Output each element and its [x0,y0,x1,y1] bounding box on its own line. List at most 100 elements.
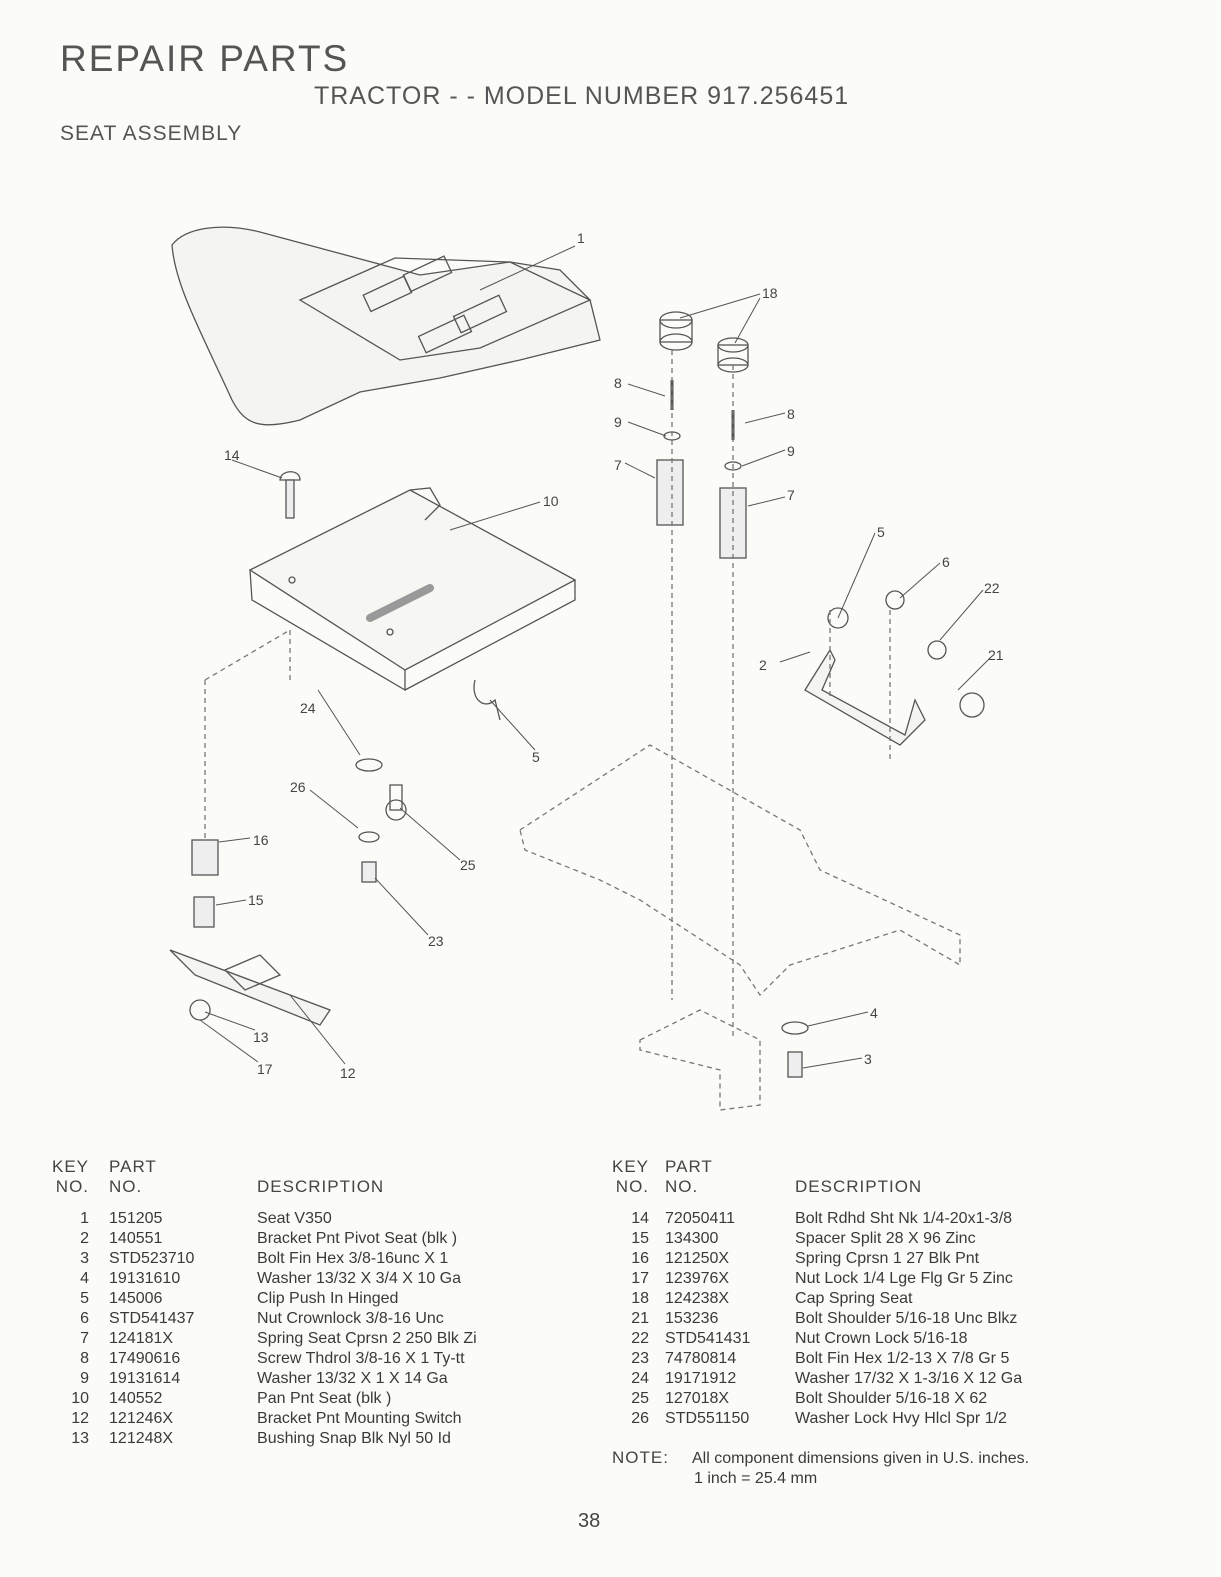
part-description: Bolt Fin Hex 1/2-13 X 7/8 Gr 5 [795,1350,1010,1367]
part-no: 140551 [109,1230,163,1247]
key-no: 24 [631,1370,650,1387]
part-header: PART [665,1157,713,1176]
note-label: NOTE: [612,1448,669,1467]
callout: 5 [877,524,885,540]
key-no: 23 [631,1350,650,1367]
callout: 13 [253,1029,269,1045]
part-no: 19131614 [109,1370,181,1387]
part-no: 134300 [665,1230,719,1247]
part-description: Cap Spring Seat [795,1290,913,1307]
callout: 9 [787,443,795,459]
part-no: 153236 [665,1310,719,1327]
part-no: 121246X [109,1410,174,1427]
spring-stack-right [656,311,749,559]
part-description: Clip Push In Hinged [257,1290,399,1307]
part-description: Spacer Split 28 X 96 Zinc [795,1230,976,1247]
callout: 16 [253,832,269,848]
exploded-parts-diagram: 1 18 8 9 7 8 9 7 5 6 22 21 2 14 10 5 24 … [169,226,1004,1111]
part-description: Spring Seat Cprsn 2 250 Blk Zi [257,1330,477,1347]
key-header: NO. [615,1177,650,1196]
key-header: NO. [55,1177,90,1196]
description-header: DESCRIPTION [257,1177,385,1196]
callout-labels: 1 18 8 9 7 8 9 7 5 6 22 21 2 14 10 5 24 … [224,230,1004,1081]
key-no: 8 [80,1350,90,1367]
key-no: 13 [71,1430,90,1447]
callout: 10 [543,493,559,509]
part-no: 123976X [665,1270,730,1287]
callout: 7 [787,487,795,503]
key-no: 16 [631,1250,650,1267]
part-description: Nut Crown Lock 5/16-18 [795,1330,968,1347]
tractor-frame-part [204,350,961,1111]
part-no: STD551150 [665,1410,750,1427]
part-description: Washer 17/32 X 1-3/16 X 12 Ga [795,1370,1023,1387]
model-subtitle: TRACTOR - - MODEL NUMBER 917.256451 [314,82,850,110]
callout: 2 [759,657,767,673]
note-line-2: 1 inch = 25.4 mm [694,1470,818,1487]
part-description: Seat V350 [257,1210,332,1227]
part-description: Bolt Shoulder 5/16-18 X 62 [795,1390,988,1407]
part-no: 151205 [109,1210,163,1227]
callout: 7 [614,457,622,473]
key-no: 21 [631,1310,650,1327]
callout: 18 [762,285,778,301]
callout: 15 [248,892,264,908]
callout: 24 [300,700,316,716]
part-description: Washer 13/32 X 3/4 X 10 Ga [257,1270,461,1287]
key-no: 10 [71,1390,90,1407]
callout: 4 [870,1005,878,1021]
part-header: NO. [109,1177,143,1196]
part-header: PART [109,1157,157,1176]
page-number: 38 [578,1510,601,1532]
callout: 6 [942,554,950,570]
callout: 12 [340,1065,356,1081]
part-no: STD541431 [665,1330,751,1347]
key-header: KEY [52,1157,90,1176]
key-no: 25 [631,1390,650,1407]
callout: 25 [460,857,476,873]
seat-pan-part [248,487,577,692]
leader-lines [199,245,991,1069]
key-no: 26 [631,1410,650,1427]
part-no: 127018X [665,1390,730,1407]
part-description: Bracket Pnt Pivot Seat (blk ) [257,1230,458,1247]
part-no: 72050411 [665,1210,736,1227]
part-no: 19171912 [665,1370,737,1387]
part-no: 124181X [109,1330,174,1347]
part-no: 140552 [109,1390,163,1407]
key-no: 4 [80,1270,90,1287]
part-no: 145006 [109,1290,163,1307]
key-no: 18 [631,1290,650,1307]
section-title: SEAT ASSEMBLY [60,122,243,145]
small-parts-left [169,471,809,1078]
callout: 14 [224,447,240,463]
note-line-1: All component dimensions given in U.S. i… [692,1450,1030,1467]
part-header: NO. [665,1177,699,1196]
table-row: 24 19171912 Washer 17/32 X 1-3/16 X 12 Ga [612,1369,1125,1389]
part-description: Nut Crownlock 3/8-16 Unc [257,1310,444,1327]
description-header: DESCRIPTION [795,1177,923,1196]
part-description: Screw Thdrol 3/8-16 X 1 Ty-tt [257,1350,465,1367]
part-no: 121248X [109,1430,174,1447]
